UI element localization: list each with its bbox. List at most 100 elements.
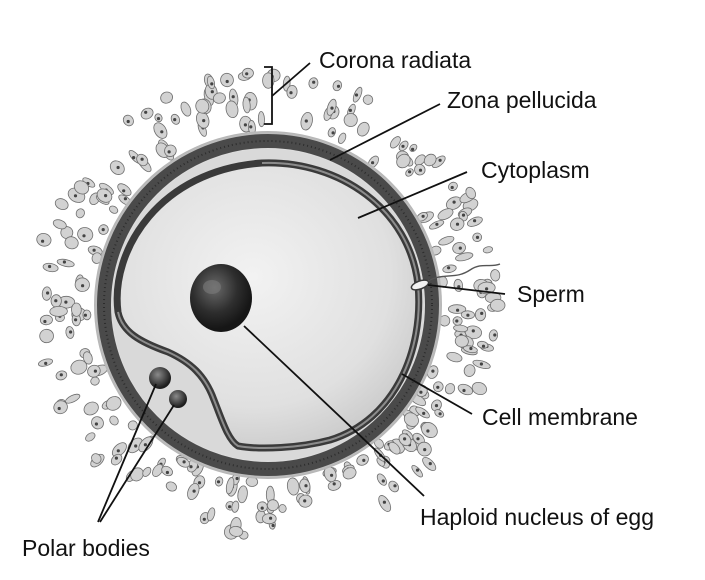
corona-cell-nucleus bbox=[245, 72, 249, 76]
corona-cell-nucleus bbox=[228, 505, 232, 509]
corona-radiata-cells bbox=[36, 67, 506, 540]
corona-cell-nucleus bbox=[210, 90, 214, 94]
corona-cell bbox=[105, 396, 122, 411]
nucleus-highlight bbox=[203, 280, 221, 294]
corona-cell-nucleus bbox=[416, 437, 420, 441]
corona-cell bbox=[111, 442, 127, 457]
corona-cell bbox=[39, 314, 53, 326]
corona-leader bbox=[271, 62, 311, 97]
corona-cell-nucleus bbox=[436, 385, 440, 389]
corona-cell bbox=[490, 269, 501, 282]
corona-cell bbox=[438, 235, 455, 246]
corona-cell-nucleus bbox=[289, 91, 293, 95]
corona-cell-nucleus bbox=[455, 319, 459, 323]
corona-cell-nucleus bbox=[140, 157, 144, 161]
corona-cell bbox=[362, 94, 374, 105]
corona-cell-nucleus bbox=[156, 117, 161, 121]
corona-cell-nucleus bbox=[331, 131, 335, 135]
corona-cell-nucleus bbox=[123, 197, 127, 201]
corona-cell-nucleus bbox=[381, 479, 385, 483]
zona-pellucida-texture bbox=[103, 140, 433, 470]
corona-cell bbox=[457, 383, 474, 396]
corona-cell bbox=[337, 132, 347, 144]
corona-cell-nucleus bbox=[54, 299, 58, 303]
corona-cell bbox=[140, 107, 154, 120]
polar-body-2 bbox=[169, 390, 187, 408]
corona-cell bbox=[388, 441, 401, 455]
corona-cell-nucleus bbox=[419, 390, 423, 394]
corona-cell-nucleus bbox=[182, 460, 186, 464]
corona-cell-nucleus bbox=[435, 222, 439, 226]
corona-cell-nucleus bbox=[143, 443, 147, 447]
leader-lines bbox=[97, 62, 506, 523]
corona-cell bbox=[206, 75, 216, 90]
polar-leader-1 bbox=[97, 383, 157, 523]
membrane-leader bbox=[401, 373, 473, 415]
sperm-cell bbox=[410, 263, 501, 291]
cytoplasm-leader bbox=[357, 171, 468, 219]
label-corona-radiata: Corona radiata bbox=[319, 47, 472, 73]
corona-cell-nucleus bbox=[471, 329, 475, 333]
corona-cell-nucleus bbox=[452, 200, 456, 204]
corona-cell bbox=[90, 376, 100, 386]
corona-cell bbox=[109, 205, 119, 214]
corona-cell bbox=[71, 302, 82, 317]
corona-cell-nucleus bbox=[457, 285, 461, 289]
corona-cell bbox=[180, 101, 192, 117]
corona-cell bbox=[403, 412, 419, 427]
corona-cell-nucleus bbox=[62, 260, 66, 264]
corona-cell bbox=[83, 401, 99, 416]
corona-cell bbox=[453, 324, 469, 333]
haploid-nucleus bbox=[190, 264, 252, 332]
corona-cell bbox=[237, 485, 248, 504]
corona-cell bbox=[73, 180, 90, 195]
corona-cell-nucleus bbox=[401, 144, 405, 148]
corona-cell-nucleus bbox=[260, 506, 264, 510]
corona-cell bbox=[229, 525, 244, 537]
corona-cell-nucleus bbox=[114, 456, 118, 460]
corona-cell-nucleus bbox=[132, 156, 136, 160]
corona-cell-nucleus bbox=[116, 449, 120, 453]
corona-cell-nucleus bbox=[473, 219, 477, 223]
corona-cell bbox=[396, 153, 411, 169]
corona-cell-nucleus bbox=[458, 246, 462, 250]
corona-cell bbox=[206, 507, 216, 522]
corona-cell bbox=[342, 467, 357, 480]
corona-cell bbox=[160, 91, 173, 104]
corona-cell bbox=[474, 308, 487, 322]
corona-cell bbox=[446, 351, 463, 363]
polar-leader-2 bbox=[99, 404, 175, 523]
corona-cell bbox=[463, 364, 476, 377]
corona-cell-nucleus bbox=[74, 318, 78, 322]
corona-cell bbox=[65, 393, 81, 404]
corona-cell-nucleus bbox=[216, 480, 221, 484]
corona-cell-nucleus bbox=[82, 234, 86, 238]
corona-cell bbox=[109, 415, 119, 426]
corona-cell bbox=[421, 422, 438, 438]
corona-cell bbox=[142, 466, 152, 477]
corona-cell bbox=[56, 258, 75, 268]
corona-cell-nucleus bbox=[202, 517, 206, 521]
corona-cell-nucleus bbox=[304, 119, 308, 123]
corona-cell bbox=[389, 136, 401, 149]
corona-cell-nucleus bbox=[225, 79, 229, 84]
corona-cell-nucleus bbox=[485, 287, 489, 291]
corona-cell bbox=[376, 473, 387, 486]
corona-cell bbox=[343, 113, 358, 128]
corona-cell bbox=[75, 208, 85, 219]
corona-cell-nucleus bbox=[57, 406, 61, 411]
corona-cell-nucleus bbox=[421, 214, 425, 218]
corona-cell-nucleus bbox=[167, 150, 171, 154]
corona-cell bbox=[52, 219, 67, 230]
corona-cell-nucleus bbox=[83, 313, 87, 317]
corona-cell bbox=[455, 252, 474, 262]
corona-cell-nucleus bbox=[336, 84, 341, 88]
corona-cell bbox=[356, 121, 370, 137]
corona-cell-nucleus bbox=[46, 291, 50, 295]
corona-cell-nucleus bbox=[408, 170, 412, 174]
zona-leader bbox=[329, 103, 441, 161]
corona-cell bbox=[225, 477, 235, 495]
corona-cell-nucleus bbox=[48, 264, 52, 269]
corona-cell-nucleus bbox=[423, 448, 427, 452]
